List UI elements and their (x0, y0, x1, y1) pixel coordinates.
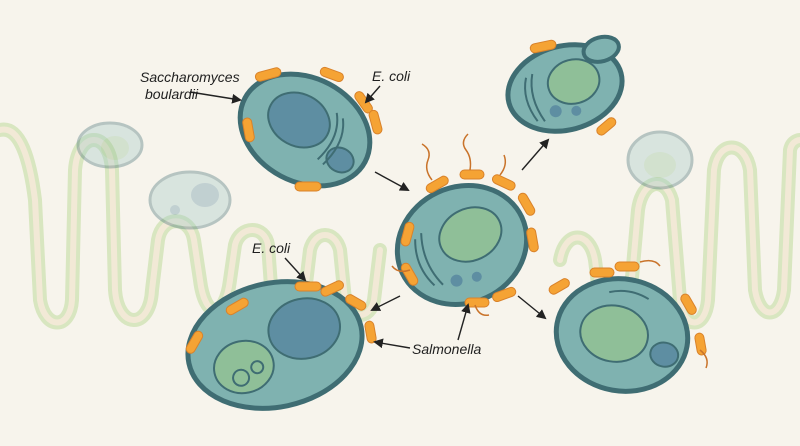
yeast-cell-icon (150, 172, 230, 228)
label-saccharomyces-line1: Saccharomyces (140, 69, 240, 85)
label-saccharomyces-line2: boulardii (145, 86, 199, 102)
rod-bacterium-icon (615, 262, 639, 271)
rod-bacterium-icon (465, 298, 489, 307)
label-salmonella: Salmonella (412, 341, 481, 357)
yeast-cell-icon (628, 132, 692, 188)
yeast-cell-icon (78, 123, 142, 167)
label-ecoli-top: E. coli (372, 68, 411, 84)
rod-bacterium-icon (590, 268, 614, 277)
rod-bacterium-icon (460, 170, 484, 179)
label-ecoli-left: E. coli (252, 240, 291, 256)
rod-bacterium-icon (295, 182, 321, 191)
rod-bacterium-icon (295, 282, 321, 291)
